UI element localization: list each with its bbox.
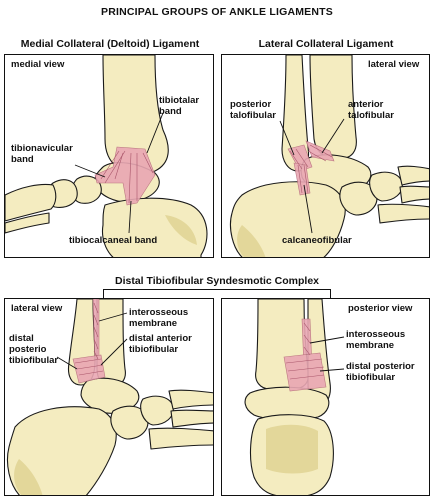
tibiotalar-band-label: tibiotalar band [159, 95, 200, 117]
anterior-talofibular-label: anterior talofibular [348, 99, 394, 121]
posterior-talofibular-label: posterior talofibular [230, 99, 276, 121]
distal-posterior-tibiofibular-label-posterior: distal posterior tibiofibular [346, 361, 415, 383]
syndesmosis-section-title: Distal Tibiofibular Syndesmotic Complex [114, 275, 319, 287]
medial-view-label: medial view [11, 59, 65, 70]
syndesmosis-posterior-view-label: posterior view [348, 303, 413, 314]
lateral-panel: lateral view posterior talofibular anter… [221, 54, 430, 258]
lateral-section-title: Lateral Collateral Ligament [258, 38, 394, 50]
lateral-ankle-illustration [229, 55, 429, 257]
medial-panel: medial view tibiotalar band tibionavicul… [4, 54, 214, 258]
syndesmosis-bracket [103, 289, 331, 299]
tibiocalcaneal-band-label: tibiocalcaneal band [69, 235, 158, 246]
calcaneofibular-label: calcaneofibular [282, 235, 352, 246]
medial-section-title: Medial Collateral (Deltoid) Ligament [20, 38, 200, 50]
tibionavicular-band-label: tibionavicular band [11, 143, 73, 165]
distal-posterior-tibiofibular-label-lateral: distal posterio tibiofibular [9, 333, 59, 366]
interosseous-membrane-label-posterior: interosseous membrane [346, 329, 406, 351]
syndesmosis-lateral-illustration [6, 299, 213, 495]
figure-title: PRINCIPAL GROUPS OF ANKLE LIGAMENTS [101, 6, 333, 18]
syndesmosis-lateral-panel: lateral view interosseous membrane dista… [4, 298, 214, 496]
syndesmosis-posterior-illustration [244, 299, 334, 495]
syndesmosis-posterior-panel: posterior view interosseous membrane dis… [221, 298, 430, 496]
lateral-view-label: lateral view [368, 59, 420, 70]
syndesmosis-lateral-view-label: lateral view [11, 303, 63, 314]
distal-anterior-tibiofibular-label: distal anterior tibiofibular [129, 333, 192, 355]
interosseous-membrane-label-lateral: interosseous membrane [129, 307, 189, 329]
